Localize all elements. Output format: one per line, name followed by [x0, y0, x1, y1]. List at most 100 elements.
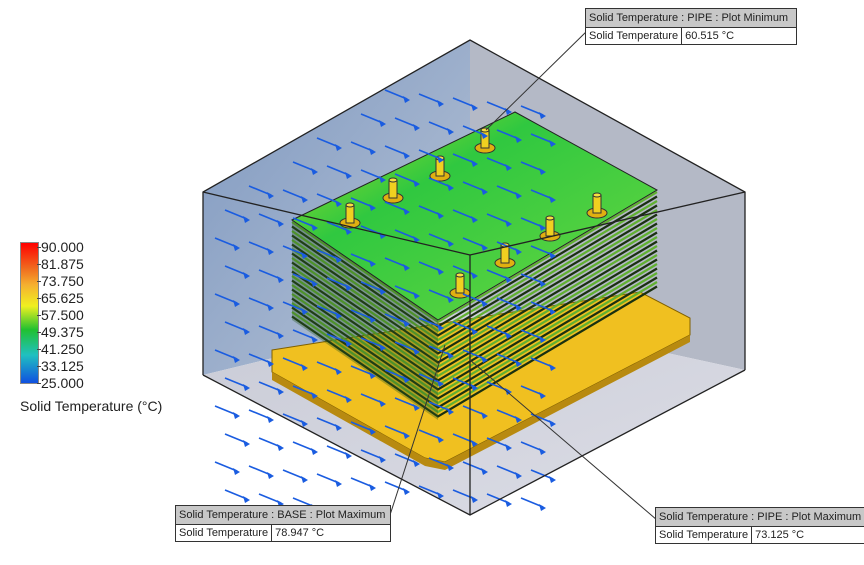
flow-arrow-head	[505, 220, 512, 227]
flow-arrow	[360, 337, 384, 348]
flow-arrow-head	[447, 352, 454, 359]
flow-arrow	[530, 469, 554, 480]
fin	[291, 222, 658, 355]
flow-arrow	[394, 173, 418, 184]
flow-arrow	[326, 165, 350, 176]
legend-tick: 81.875	[37, 256, 84, 272]
fin	[291, 263, 658, 396]
flow-arrow-head	[369, 204, 376, 211]
flow-arrow	[384, 425, 408, 436]
flow-arrow-head	[233, 412, 240, 419]
callout-value: 60.515 °C	[685, 30, 735, 42]
callout-base-maximum[interactable]: Solid Temperature : BASE : Plot Maximum …	[175, 505, 391, 542]
flow-arrow-head	[403, 488, 410, 495]
fin-stack-top	[291, 111, 659, 321]
domain-edges	[202, 39, 746, 516]
flow-arrow-head	[301, 364, 308, 371]
flow-arrow-head	[471, 160, 478, 167]
flow-arrow	[350, 309, 374, 320]
flow-arrow-head	[301, 196, 308, 203]
callout-value: 78.947 °C	[275, 527, 325, 539]
flow-arrow	[520, 497, 544, 508]
flow-arrow-head	[549, 196, 556, 203]
flow-arrow-head	[471, 216, 478, 223]
flow-arrow	[224, 433, 248, 444]
flow-arrow-head	[505, 388, 512, 395]
flow-arrow	[360, 281, 384, 292]
flow-arrow	[520, 385, 544, 396]
flow-arrow-head	[277, 444, 284, 451]
flow-arrow	[530, 133, 554, 144]
legend-tick: 90.000	[37, 239, 84, 255]
flow-arrow	[394, 117, 418, 128]
flow-arrow	[282, 245, 306, 256]
fin	[291, 200, 658, 333]
flow-arrow-head	[301, 308, 308, 315]
flow-arrow-head	[233, 468, 240, 475]
flow-arrow-head	[369, 428, 376, 435]
flow-arrow-head	[437, 492, 444, 499]
flow-arrow-head	[437, 380, 444, 387]
legend-title: Solid Temperature (°C)	[20, 398, 163, 414]
flow-arrow	[530, 189, 554, 200]
flow-arrow	[462, 237, 486, 248]
flow-arrow	[360, 393, 384, 404]
flow-arrow-head	[437, 212, 444, 219]
flow-arrow-head	[549, 364, 556, 371]
flow-arrow-head	[335, 144, 342, 151]
flow-arrow	[486, 437, 510, 448]
flow-arrow	[258, 325, 282, 336]
fin	[291, 204, 658, 337]
flow-arrow	[292, 217, 316, 228]
flow-arrow-head	[481, 412, 488, 419]
flow-arrow	[224, 489, 248, 500]
fin	[291, 249, 658, 382]
pipe	[545, 217, 555, 237]
pipe-cap	[545, 215, 555, 221]
callout-label: Solid Temperature	[656, 527, 753, 543]
flow-arrow	[530, 301, 554, 312]
flow-arrow	[520, 329, 544, 340]
flow-arrow	[316, 473, 340, 484]
flow-arrow	[292, 441, 316, 452]
flow-arrow-head	[515, 472, 522, 479]
flow-arrow	[326, 389, 350, 400]
flow-arrow	[486, 325, 510, 336]
flow-arrow-head	[515, 360, 522, 367]
fin	[291, 245, 658, 378]
flow-arrow	[418, 317, 442, 328]
flow-arrow-head	[267, 472, 274, 479]
callout-pipe-minimum[interactable]: Solid Temperature : PIPE : Plot Minimum …	[585, 8, 797, 45]
flow-arrow	[452, 321, 476, 332]
flow-arrow	[282, 301, 306, 312]
flow-arrow	[418, 429, 442, 440]
callout-pipe-maximum[interactable]: Solid Temperature : PIPE : Plot Maximum …	[655, 507, 864, 544]
flow-arrow	[214, 405, 238, 416]
flow-arrow	[462, 125, 486, 136]
callout-header: Solid Temperature : PIPE : Plot Minimum	[586, 9, 796, 28]
flow-arrow-head	[243, 384, 250, 391]
flow-arrow-head	[267, 416, 274, 423]
flow-arrow	[316, 137, 340, 148]
flow-arrow-head	[379, 120, 386, 127]
leader-lines	[389, 29, 658, 521]
flow-arrow-head	[345, 396, 352, 403]
flow-arrow-head	[515, 416, 522, 423]
flow-arrow-head	[413, 124, 420, 131]
flow-arrow-head	[345, 340, 352, 347]
flow-arrow	[248, 465, 272, 476]
flow-arrow-head	[515, 192, 522, 199]
callout-label: Solid Temperature	[176, 525, 273, 541]
flow-arrow	[452, 377, 476, 388]
flow-arrow-head	[471, 384, 478, 391]
flow-arrow-head	[243, 328, 250, 335]
flow-arrow-head	[345, 452, 352, 459]
flow-arrow	[248, 241, 272, 252]
flow-arrow	[496, 185, 520, 196]
flow-arrow-head	[515, 248, 522, 255]
flow-arrow	[384, 145, 408, 156]
flow-arrow-head	[335, 368, 342, 375]
flow-arrow	[496, 465, 520, 476]
flow-arrow-head	[437, 156, 444, 163]
pipe	[388, 179, 398, 199]
